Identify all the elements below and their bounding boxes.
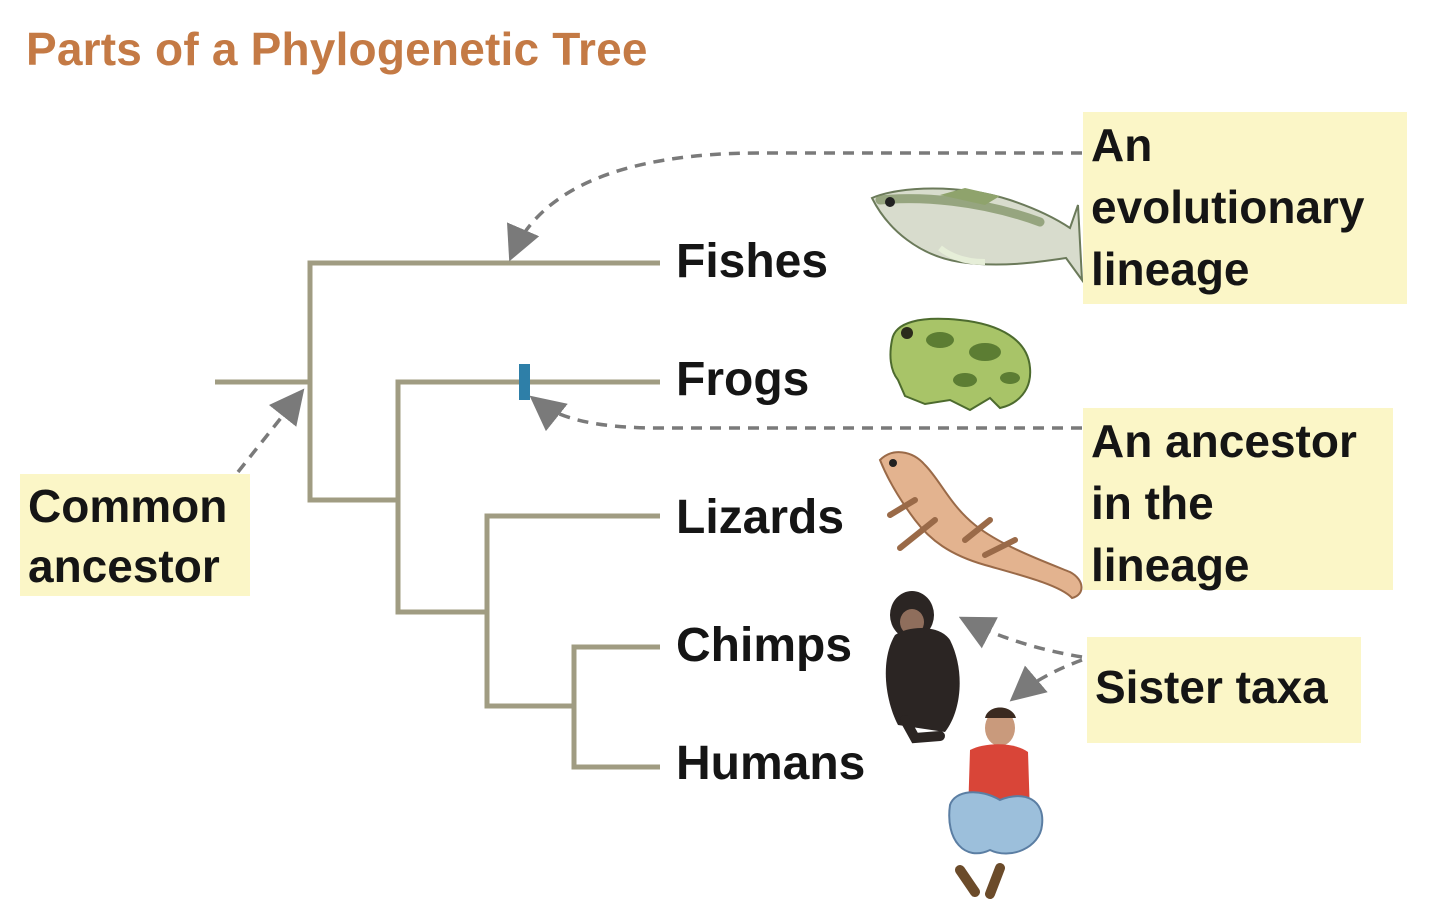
lizard-icon (878, 451, 1083, 600)
chimp-icon (885, 591, 960, 744)
callout-common-ancestor: Common ancestor (20, 474, 250, 596)
taxon-label-lizards: Lizards (676, 491, 845, 544)
callout-arrows (236, 151, 1083, 702)
callout-line: An ancestor (1091, 415, 1357, 467)
frog-icon (889, 317, 1032, 412)
taxon-label-frogs: Frogs (676, 353, 810, 406)
arrow-lineage (507, 151, 1082, 262)
callout-line: lineage (1091, 539, 1250, 591)
page-title: Parts of a Phylogenetic Tree (26, 23, 648, 75)
callout-line: Sister taxa (1095, 661, 1328, 713)
callout-sister-taxa: Sister taxa (1087, 637, 1361, 743)
arrow-sister-human (1009, 658, 1083, 702)
clade-primates (571, 644, 660, 770)
tree-branches (215, 260, 660, 770)
clade-tetrapods (395, 379, 660, 615)
callout-line: in the (1091, 477, 1214, 529)
callout-evolutionary-lineage: An evolutionary lineage (1083, 112, 1407, 304)
clade-amniotes (484, 513, 660, 709)
arrow-sister-chimp (958, 616, 1083, 659)
taxon-label-fishes: Fishes (676, 235, 829, 288)
clade-all (307, 260, 660, 503)
arrow-common (236, 388, 305, 474)
callout-line: Common (28, 480, 228, 532)
fish-icon (870, 187, 1084, 284)
callout-line: evolutionary (1091, 181, 1365, 233)
ancestor-marker (519, 364, 530, 400)
human-icon (948, 707, 1044, 899)
arrow-ancestor (529, 395, 1082, 432)
taxon-label-chimps: Chimps (676, 619, 853, 672)
callout-line: An (1091, 119, 1153, 171)
callout-line: lineage (1091, 243, 1250, 295)
callout-line: ancestor (28, 540, 220, 592)
callout-ancestor-in-lineage: An ancestor in the lineage (1083, 408, 1393, 591)
taxon-label-humans: Humans (676, 737, 866, 790)
